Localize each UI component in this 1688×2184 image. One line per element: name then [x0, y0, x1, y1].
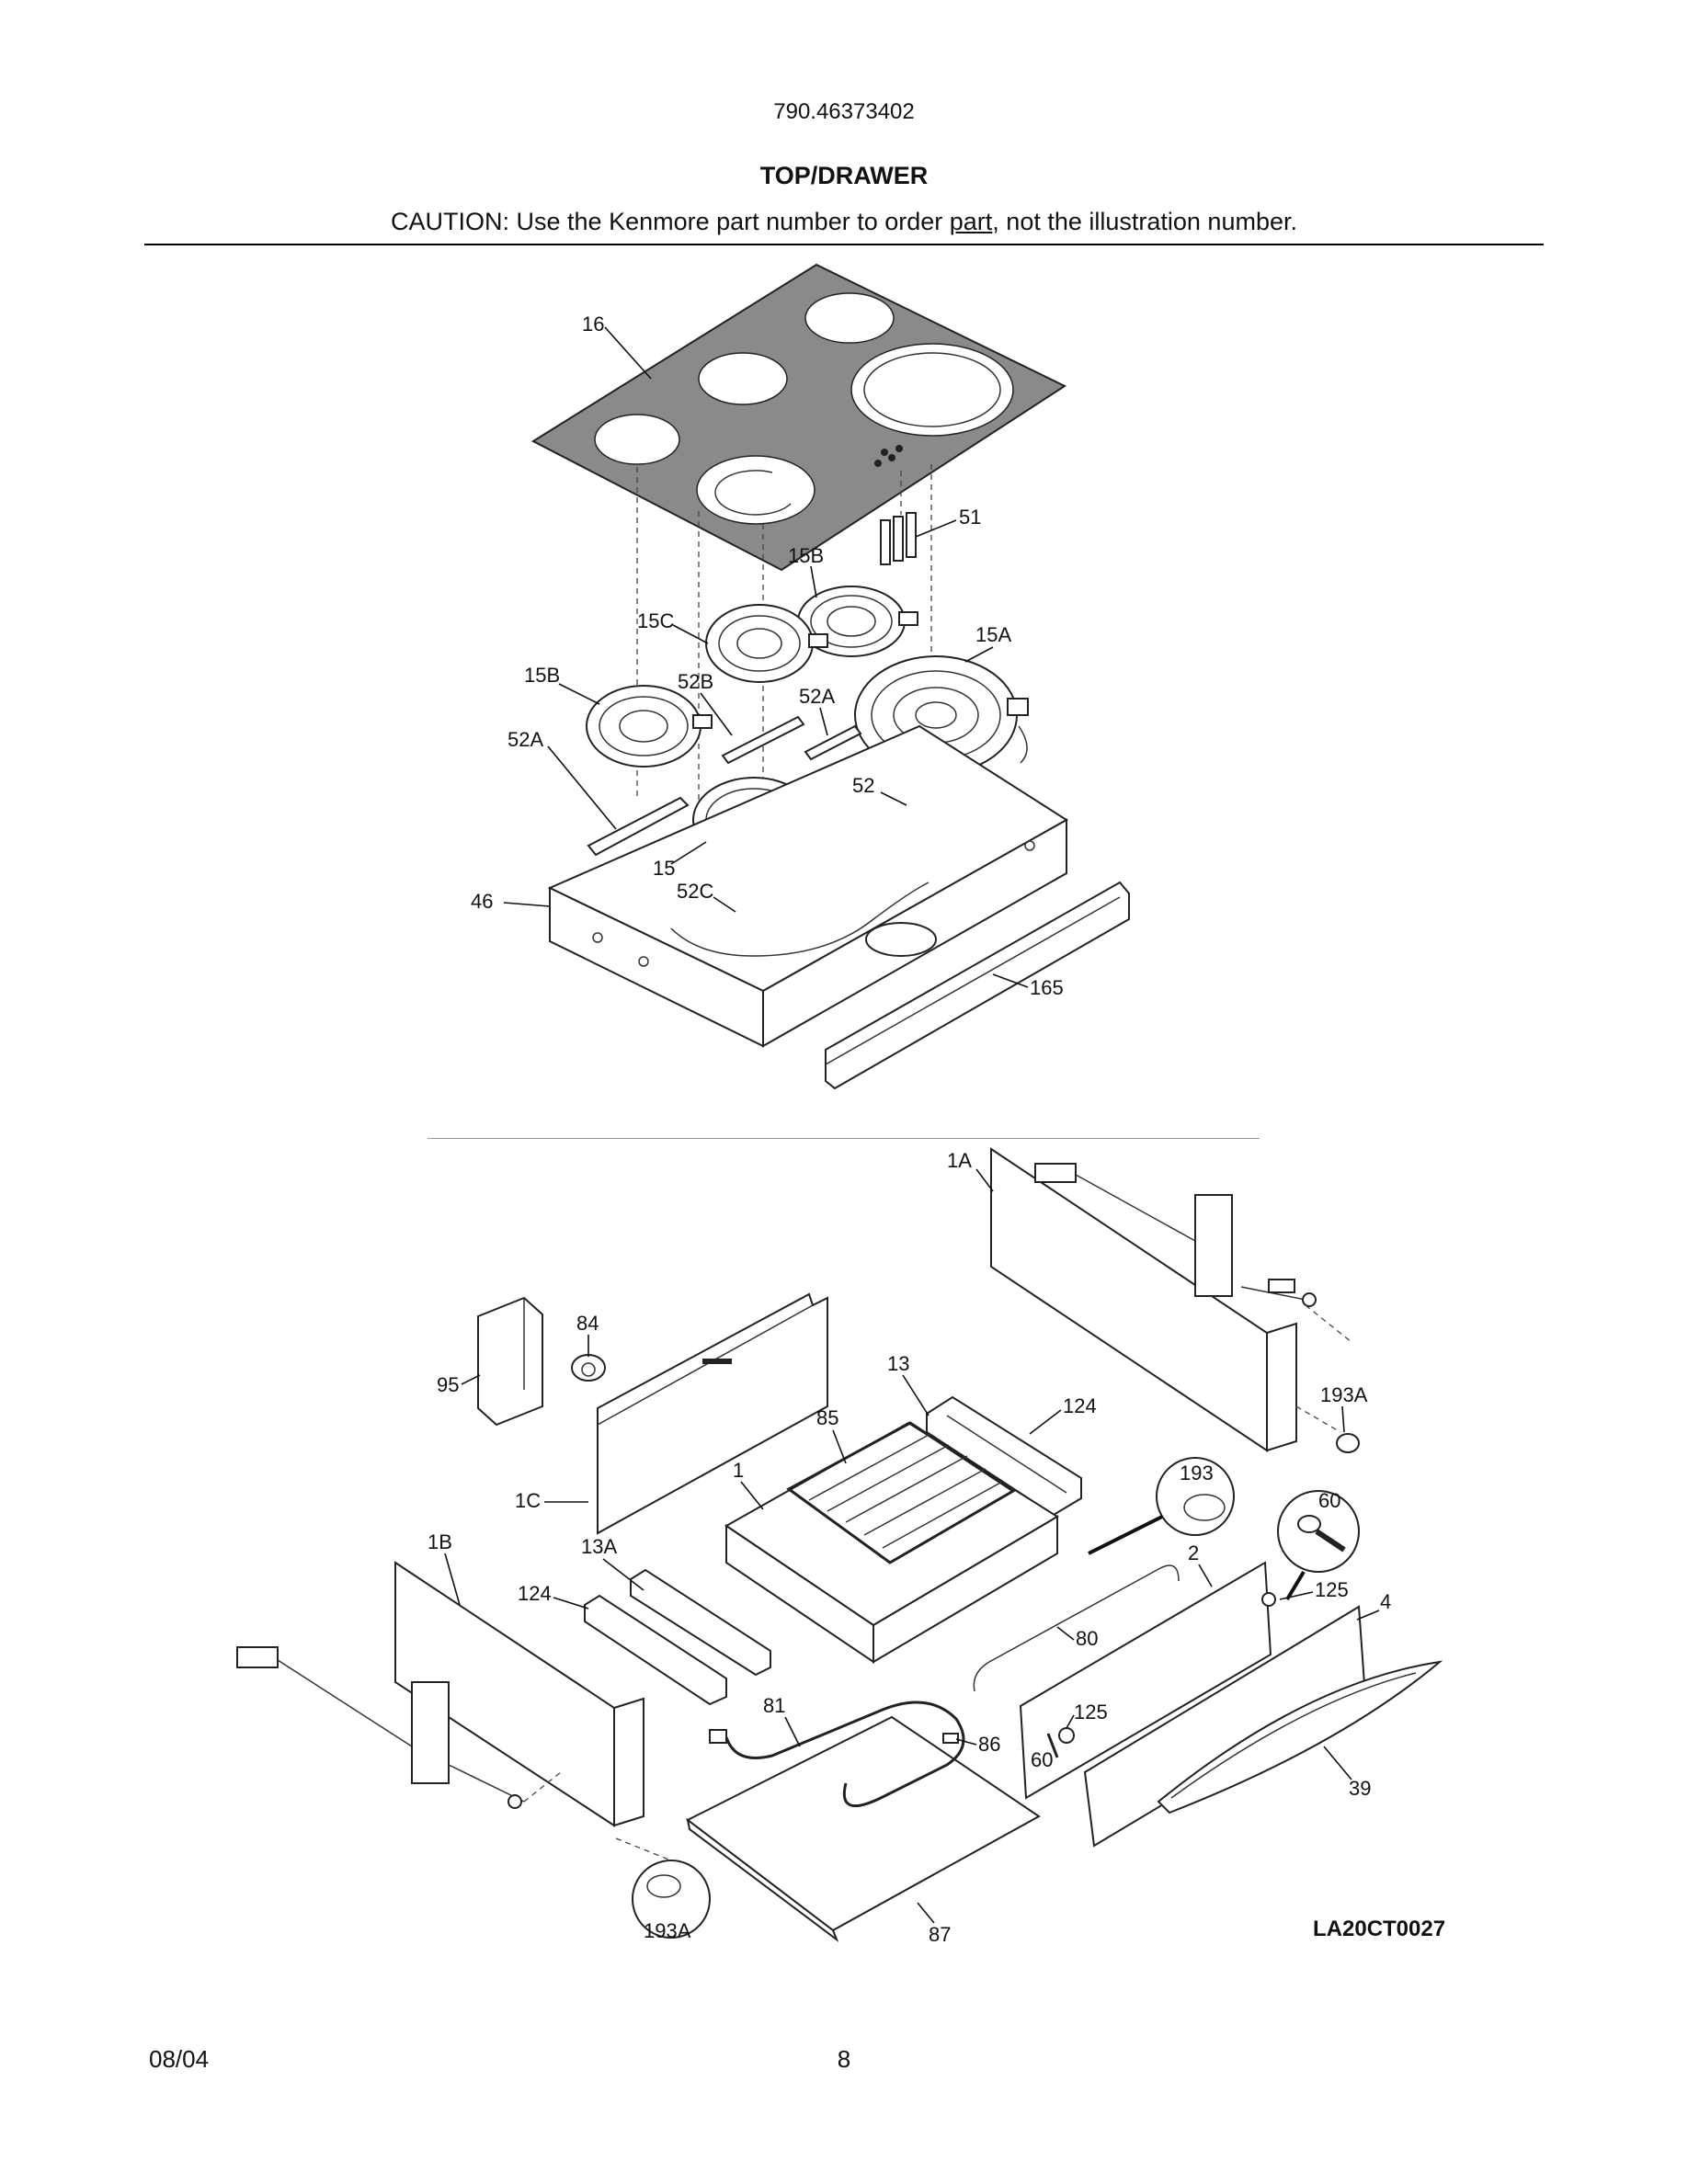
detail-193A-bottom — [632, 1860, 711, 1939]
callout-80: 80 — [1076, 1627, 1098, 1650]
drawer-handle — [1157, 1660, 1443, 1814]
callout-1A: 1A — [947, 1149, 972, 1172]
callout-1C: 1C — [515, 1489, 541, 1512]
callout-193A-bottom: 193A — [644, 1919, 691, 1942]
caution-note: CAUTION: Use the Kenmore part number to … — [0, 208, 1688, 236]
callout-165: 165 — [1030, 976, 1064, 999]
callout-95: 95 — [437, 1373, 459, 1396]
caution-link-word: part — [949, 208, 993, 235]
detail-60 — [1277, 1490, 1360, 1601]
plug-193A-right — [1336, 1433, 1360, 1453]
callout-193: 193 — [1180, 1462, 1214, 1484]
callout-4: 4 — [1380, 1590, 1391, 1613]
callout-125-right: 125 — [1315, 1578, 1349, 1601]
callout-85: 85 — [816, 1406, 838, 1429]
drawer-slide-left — [584, 1568, 771, 1706]
detail-193 — [1088, 1457, 1235, 1555]
callout-15: 15 — [653, 857, 675, 880]
drawer-slide-right — [926, 1395, 1082, 1517]
callout-39: 39 — [1349, 1777, 1371, 1800]
back-panel — [990, 1147, 1352, 1452]
callout-86: 86 — [978, 1733, 1000, 1756]
control-knob-84 — [571, 1354, 606, 1382]
wire-rack — [786, 1421, 1016, 1564]
side-panel-left — [236, 1561, 672, 1861]
caution-suffix: , not the illustration number. — [992, 208, 1297, 235]
terminal-block — [880, 512, 917, 565]
caution-prefix: CAUTION: Use the Kenmore part number to … — [391, 208, 950, 235]
callout-15B-left: 15B — [524, 664, 560, 687]
insulation-box — [477, 1296, 543, 1427]
callout-52: 52 — [852, 774, 874, 797]
callout-15B-rear: 15B — [788, 544, 824, 567]
callout-60-detail: 60 — [1318, 1489, 1340, 1512]
element-15B-left — [586, 685, 713, 768]
footer-page-number: 8 — [837, 2045, 851, 2073]
callout-52A-left: 52A — [508, 728, 543, 751]
callout-13: 13 — [887, 1352, 909, 1375]
section-divider — [428, 1138, 1260, 1139]
callout-13A: 13A — [581, 1535, 617, 1558]
callout-52B: 52B — [678, 670, 713, 693]
figure-code: LA20CT0027 — [1313, 1917, 1445, 1941]
callout-46: 46 — [471, 890, 493, 913]
callout-1B: 1B — [428, 1530, 452, 1553]
glass-cooktop — [530, 263, 1067, 572]
callout-193A-right: 193A — [1320, 1383, 1368, 1406]
bottom-tray — [686, 1715, 1041, 1942]
callout-84: 84 — [576, 1312, 599, 1335]
callout-2: 2 — [1188, 1541, 1199, 1564]
callout-52C: 52C — [677, 880, 713, 903]
element-15C — [705, 604, 828, 683]
callout-124-left: 124 — [518, 1582, 552, 1605]
burner-box — [547, 724, 1068, 1048]
callout-124-right: 124 — [1063, 1394, 1097, 1417]
hardware-60-125 — [1046, 1592, 1276, 1758]
callout-16: 16 — [582, 313, 604, 336]
callout-51: 51 — [959, 506, 981, 529]
callout-15C: 15C — [637, 609, 674, 632]
callout-125-left: 125 — [1074, 1701, 1108, 1723]
callout-52A-right: 52A — [799, 685, 835, 708]
side-panel-right — [597, 1292, 828, 1535]
callout-60-left: 60 — [1031, 1748, 1053, 1771]
header-rule — [144, 244, 1544, 245]
front-rail — [825, 881, 1130, 1090]
broil-element — [709, 1701, 965, 1807]
drawer-body — [724, 1421, 1059, 1664]
model-number: 790.46373402 — [773, 99, 915, 124]
section-title: TOP/DRAWER — [759, 162, 929, 189]
callout-87: 87 — [929, 1923, 951, 1946]
callout-1: 1 — [733, 1459, 744, 1482]
drawer-front-inner — [973, 1561, 1272, 1800]
callout-15A: 15A — [975, 623, 1011, 646]
callout-81: 81 — [763, 1694, 785, 1717]
footer-date: 08/04 — [149, 2045, 210, 2073]
